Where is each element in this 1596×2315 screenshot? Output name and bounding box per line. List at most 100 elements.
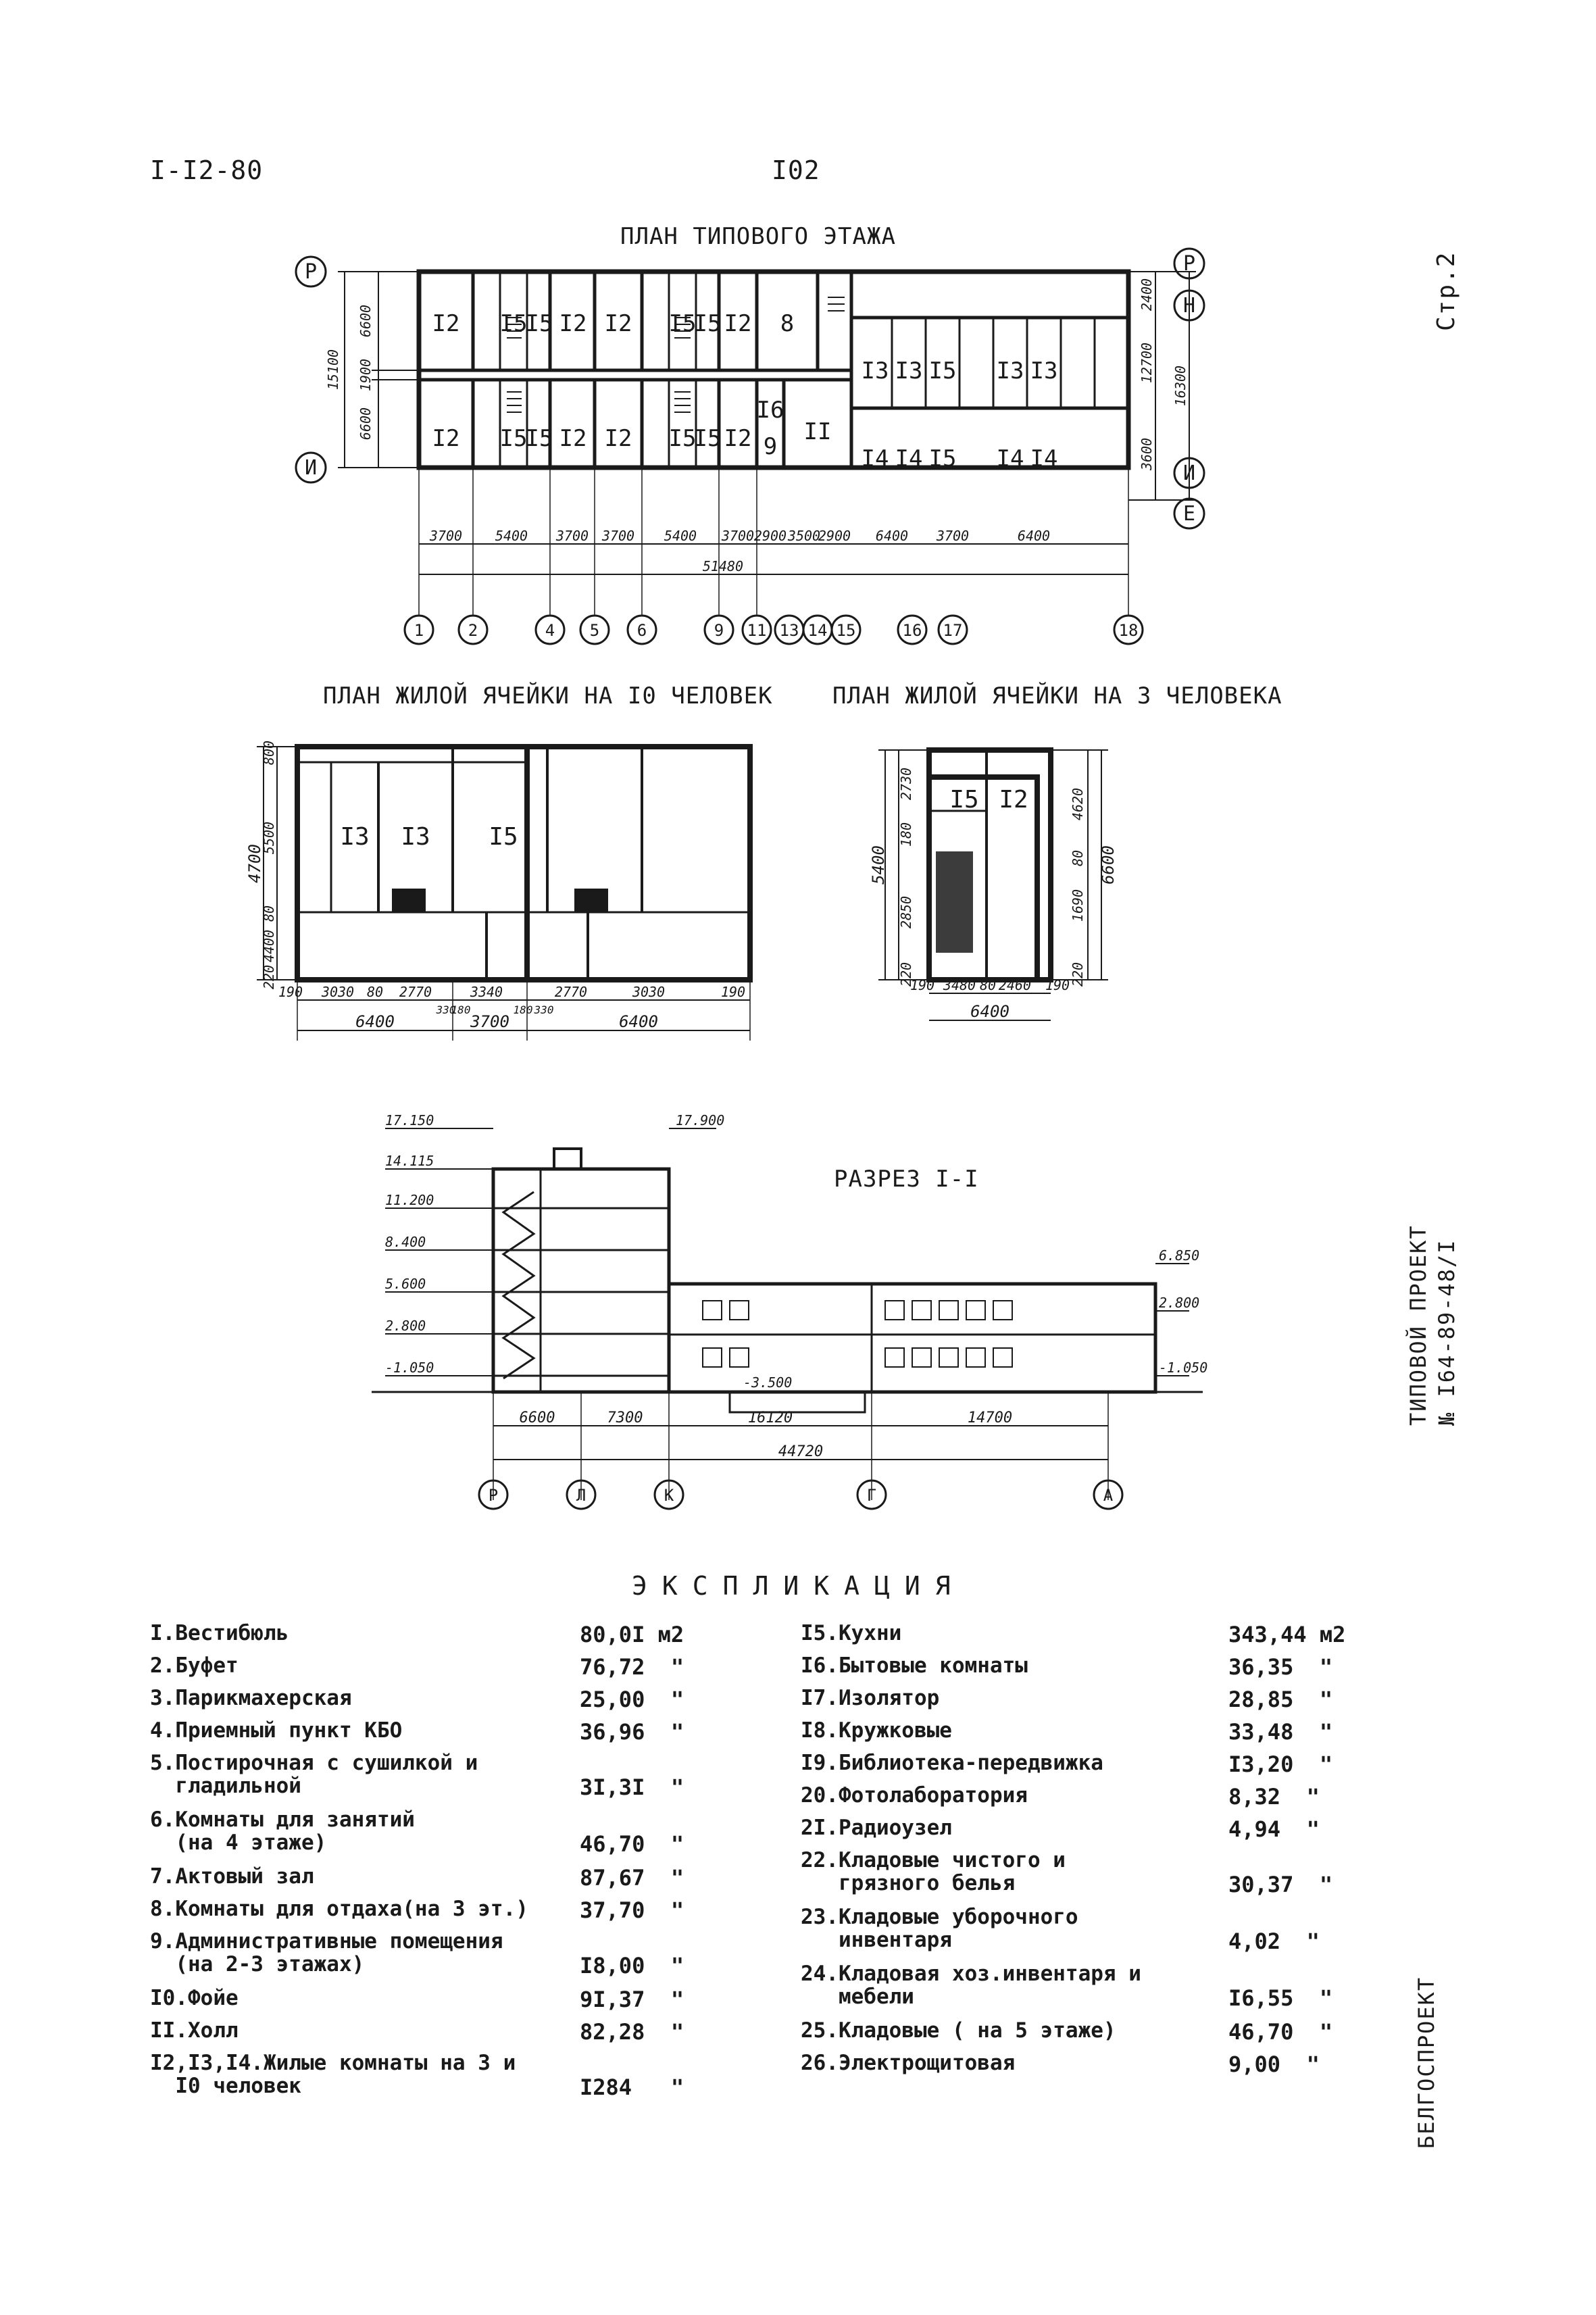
dimension-label: 3700	[555, 528, 589, 544]
dimension-label: 1900	[357, 359, 374, 391]
room-label: I2	[724, 425, 752, 452]
dimension-label: 2900	[754, 528, 787, 544]
room-label: 8	[780, 310, 794, 337]
project-label: ТИПОВОЙ ПРОЕКТ	[1405, 1224, 1431, 1426]
cell10-title: ПЛАН ЖИЛОЙ ЯЧЕЙКИ НА I0 ЧЕЛОВЕК	[323, 682, 773, 710]
dimension-label: 5400	[495, 528, 528, 544]
explication-item-name: I6.Бытовые комнаты	[801, 1653, 1028, 1678]
room-label: I5	[694, 310, 722, 337]
dimension-label: 3700	[429, 528, 462, 544]
dimension-label: 3030	[321, 984, 354, 1000]
series-code: I-I2-80	[150, 155, 264, 185]
dimension-label: 14700	[968, 1410, 1012, 1426]
axis-bubble	[534, 614, 566, 645]
explication-item-name: 24.Кладовая хоз.инвентаря и мебели	[801, 1962, 1141, 2009]
explication-item-value: 30,37 "	[1228, 1872, 1333, 1897]
room-label: I2	[432, 425, 460, 452]
room-label: I6	[757, 397, 784, 424]
axis-bubble	[478, 1479, 509, 1510]
dimension-label: 2730	[898, 768, 914, 800]
explication-item-value: 4,94 "	[1228, 1816, 1320, 1842]
dimension-label: 5400	[664, 528, 697, 544]
dimension-label: 2850	[898, 896, 914, 928]
explication-item-name: 2.Буфет	[150, 1653, 239, 1678]
dimension-label: 220	[898, 962, 914, 987]
sheet-label: Стр.2	[1432, 251, 1460, 331]
axis-label: 1	[414, 621, 424, 640]
explication-item-name: 20.Фотолаборатория	[801, 1783, 1028, 1808]
level-mark: 6.850	[1159, 1247, 1199, 1264]
axis-label: 5	[590, 621, 599, 640]
axis-label: 17	[943, 621, 963, 640]
dimension-label: 220	[1070, 962, 1086, 987]
dimension-label: 80	[980, 977, 996, 993]
dimension-label: 6600	[520, 1410, 555, 1426]
axis-bubble	[937, 614, 968, 645]
org-label: БЕЛГОСПРОЕКТ	[1414, 1976, 1439, 2149]
explication-item-name: 26.Электрощитовая	[801, 2051, 1016, 2075]
axis-bubble	[741, 614, 772, 645]
room-label: I2	[605, 425, 632, 452]
explication-item-value: 76,72 "	[580, 1654, 684, 1680]
explication-item-value: 46,70 "	[580, 1831, 684, 1857]
room-label: I5	[500, 310, 528, 337]
dimension-label: 6600	[357, 305, 374, 337]
axis-label: К	[664, 1486, 674, 1505]
axis-label: Л	[576, 1486, 586, 1505]
level-mark: 11.200	[385, 1192, 434, 1208]
room-label: I2	[559, 310, 587, 337]
room-label: 9	[764, 433, 777, 460]
explication-item-name: II.Холл	[150, 2018, 239, 2043]
dimension-label: 5500	[261, 822, 277, 854]
dimension-label: 2770	[555, 984, 587, 1000]
dimension-label: 190	[910, 977, 934, 993]
explication-item-value: 3I,3I "	[580, 1774, 684, 1800]
level-mark: -1.050	[1159, 1360, 1207, 1376]
level-mark: 17.150	[385, 1112, 434, 1128]
level-mark: 17.900	[676, 1112, 724, 1128]
dimension-label: 6400	[876, 528, 908, 544]
axis-bubble	[579, 614, 610, 645]
room-label: I2	[724, 310, 752, 337]
room-label: I3	[401, 823, 430, 851]
axis-label: Р	[305, 260, 317, 284]
room-label: I5	[694, 425, 722, 452]
explication-item-value: 87,67 "	[580, 1865, 684, 1891]
dimension-label: 330	[534, 1003, 554, 1016]
explication-item-value: 46,70 "	[1228, 2019, 1333, 2045]
explication-item-name: 9.Административные помещения (на 2-3 эта…	[150, 1929, 503, 1976]
explication-item-name: 7.Актовый зал	[150, 1864, 314, 1889]
dimension-total: 6400	[619, 1012, 658, 1031]
explication-item-name: I0.Фойе	[150, 1986, 239, 2010]
explication-item-name: 23.Кладовые уборочного инвентаря	[801, 1905, 1078, 1952]
room-label: I5	[526, 425, 553, 452]
explication-item-value: 37,70 "	[580, 1897, 684, 1923]
axis-label: Р	[1183, 252, 1195, 276]
room-label: I5	[929, 445, 957, 472]
axis-label: 2	[468, 621, 478, 640]
explication-item-name: 25.Кладовые ( на 5 этаже)	[801, 2018, 1116, 2043]
dimension-label: 3030	[632, 984, 665, 1000]
room-label: I3	[1030, 357, 1058, 384]
dimension-label: 6600	[357, 407, 374, 440]
dimension-label: 330	[436, 1003, 456, 1016]
level-mark: -1.050	[385, 1360, 434, 1376]
dimension-label: 180	[514, 1003, 533, 1016]
room-label: I3	[862, 357, 889, 384]
axis-label: 11	[747, 621, 767, 640]
explication-item-name: I5.Кухни	[801, 1621, 902, 1645]
explication-item-name: 2I.Радиоузел	[801, 1816, 952, 1840]
room-label: I4	[997, 445, 1024, 472]
room-label: I5	[949, 786, 978, 814]
explication-item-name: 8.Комнаты для отдаха(на 3 эт.)	[150, 1897, 528, 1921]
room-label: I2	[605, 310, 632, 337]
explication-item-value: I8,00 "	[580, 1953, 684, 1978]
dimension-label: 80	[1070, 850, 1086, 866]
cell3-title: ПЛАН ЖИЛОЙ ЯЧЕЙКИ НА 3 ЧЕЛОВЕКА	[832, 682, 1282, 710]
room-label: I5	[526, 310, 553, 337]
dimension-label: 3700	[601, 528, 634, 544]
level-mark: -3.500	[743, 1374, 792, 1391]
room-label: I5	[669, 425, 697, 452]
